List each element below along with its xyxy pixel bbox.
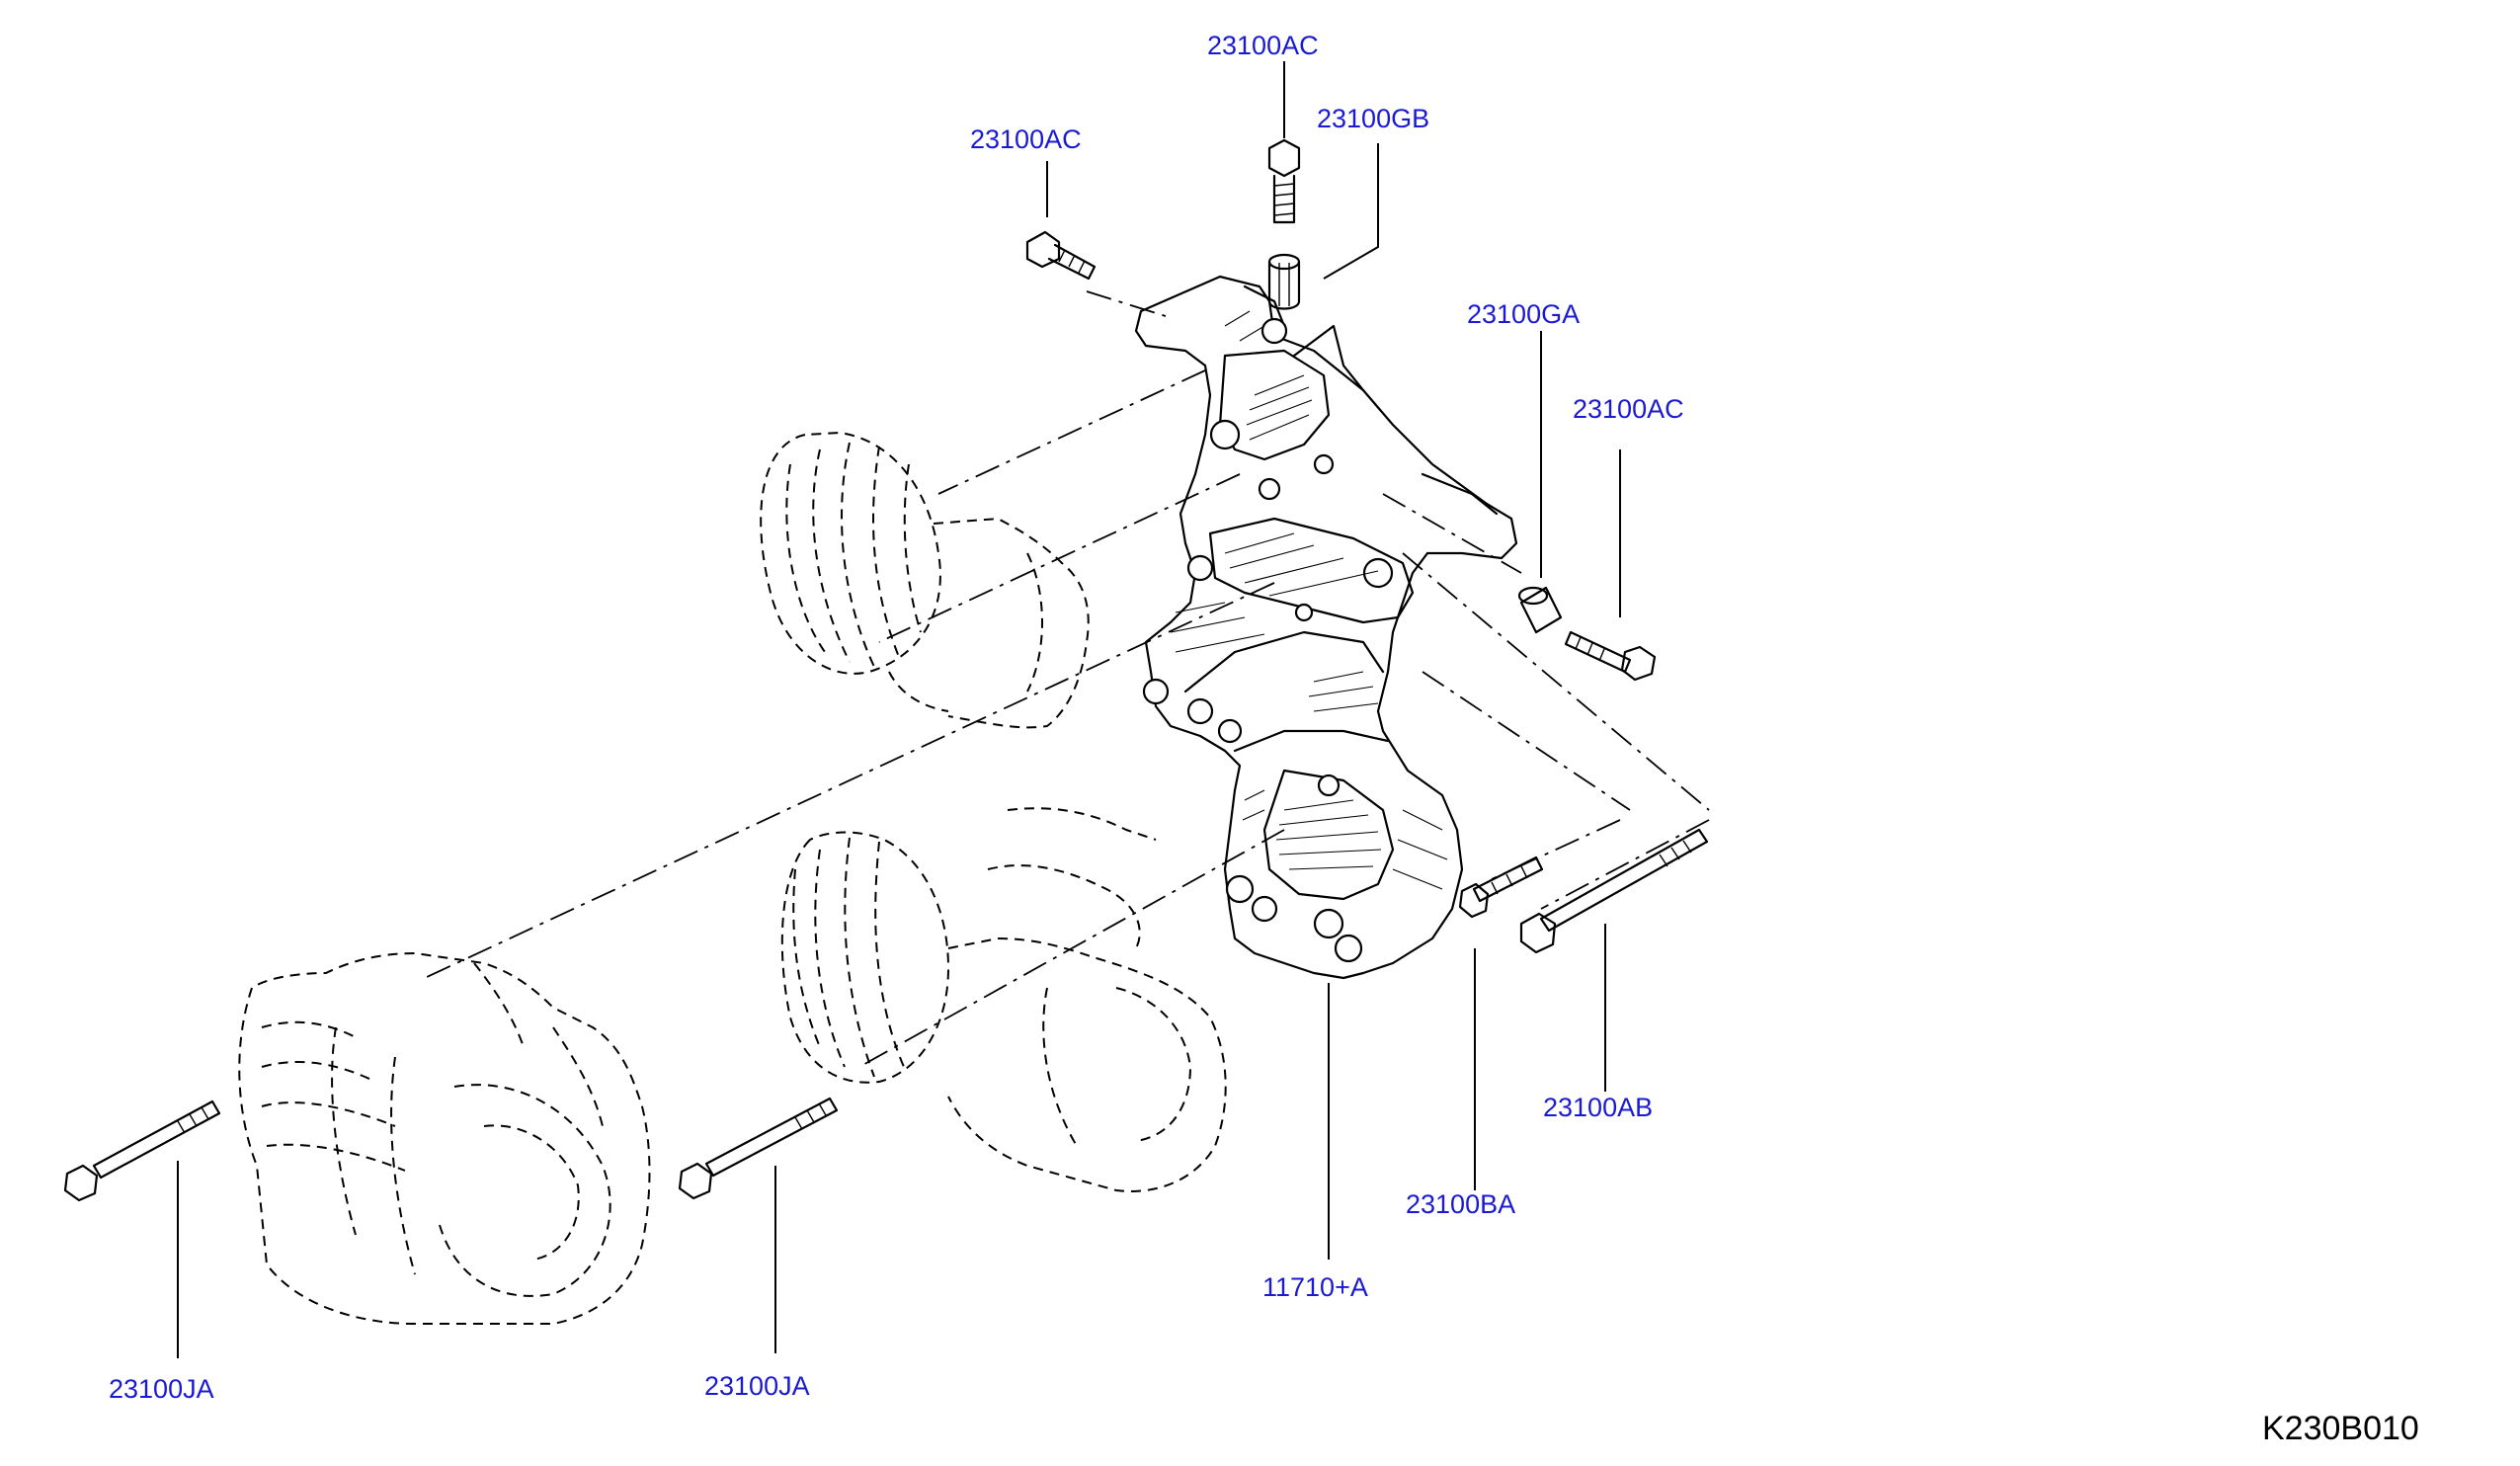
collar-right — [1517, 586, 1563, 634]
bracket-hatching — [1170, 310, 1448, 890]
collar-top — [1267, 253, 1301, 310]
callout-23100ja-left: 23100JA — [109, 1374, 214, 1404]
phantom-alternator — [238, 952, 651, 1325]
callout-23100ab: 23100AB — [1543, 1093, 1653, 1122]
bolt-23100ja-left — [63, 1100, 221, 1202]
callout-23100ga: 23100GA — [1467, 299, 1580, 329]
drawing-code: K230B010 — [2262, 1410, 2419, 1447]
phantom-compressor — [780, 807, 1227, 1192]
phantom-pulley-upper — [760, 432, 1090, 729]
leader-lines — [177, 61, 1621, 1358]
mounting-bracket — [1134, 275, 1518, 980]
callout-23100ac-top: 23100AC — [1207, 31, 1319, 60]
bolt-23100ba — [1458, 855, 1544, 919]
bolt-23100ja-center — [678, 1097, 839, 1200]
callout-23100ja-center: 23100JA — [704, 1371, 810, 1401]
bolt-23100ab — [1519, 828, 1709, 954]
callout-labels: 23100AC 23100AC 23100GB 23100GA 23100AC … — [109, 31, 1684, 1404]
callout-23100ac-left: 23100AC — [970, 124, 1082, 154]
bolt-right-upper — [1564, 630, 1657, 682]
callout-11710a: 11710+A — [1262, 1272, 1368, 1302]
callout-23100gb: 23100GB — [1317, 104, 1429, 133]
bolt-top-left — [1025, 230, 1097, 281]
center-lines — [424, 290, 1710, 1068]
callout-23100ac-right: 23100AC — [1573, 394, 1684, 424]
callout-23100ba: 23100BA — [1406, 1189, 1515, 1219]
bolt-top-center — [1267, 138, 1301, 224]
